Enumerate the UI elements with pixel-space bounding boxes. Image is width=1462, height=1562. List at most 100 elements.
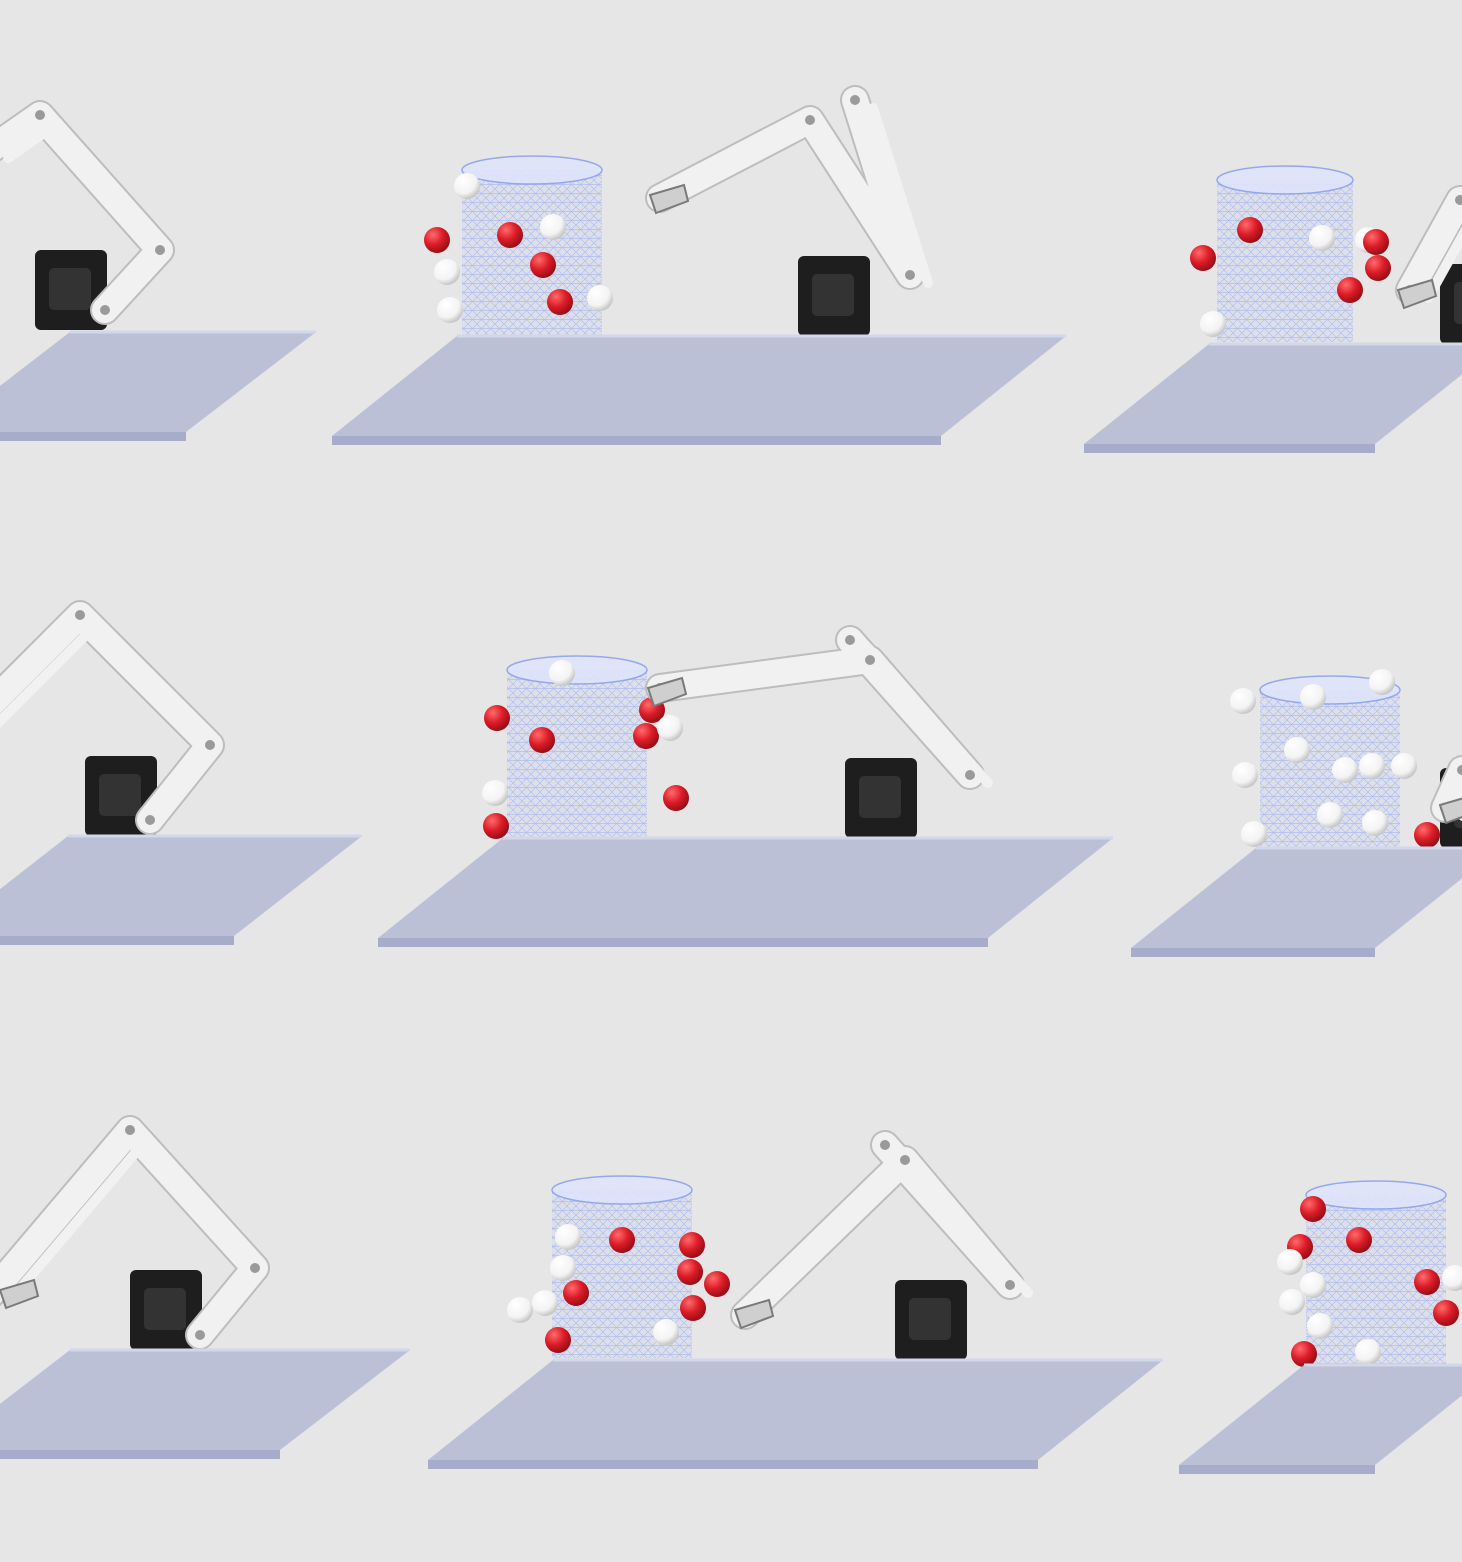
joint-screw bbox=[125, 1125, 135, 1135]
servo-face bbox=[812, 274, 854, 316]
red-ball bbox=[1346, 1227, 1372, 1253]
table-edge bbox=[1131, 948, 1375, 957]
white-ball bbox=[454, 173, 480, 199]
red-ball bbox=[545, 1327, 571, 1353]
red-ball bbox=[609, 1227, 635, 1253]
red-ball bbox=[1365, 255, 1391, 281]
servo-face bbox=[1454, 282, 1462, 324]
table-top bbox=[428, 1360, 1163, 1460]
red-ball bbox=[1190, 245, 1216, 271]
cup-rim bbox=[461, 155, 603, 185]
joint-screw bbox=[75, 610, 85, 620]
cup-tint bbox=[462, 170, 602, 335]
joint-screw bbox=[805, 115, 815, 125]
table-top bbox=[378, 838, 1113, 938]
servo-face bbox=[909, 1298, 951, 1340]
joint-screw bbox=[35, 110, 45, 120]
table-top bbox=[1179, 1365, 1462, 1465]
joint-screw bbox=[155, 245, 165, 255]
white-ball bbox=[1307, 1313, 1333, 1339]
table-edge bbox=[1084, 444, 1375, 453]
arm-parallel-link bbox=[1423, 226, 1462, 303]
table-top bbox=[332, 336, 1066, 436]
white-ball bbox=[532, 1290, 558, 1316]
joint-screw bbox=[145, 815, 155, 825]
red-ball bbox=[1337, 277, 1363, 303]
gripper bbox=[1438, 797, 1462, 825]
joint-screw bbox=[195, 1330, 205, 1340]
table-edge bbox=[0, 1450, 280, 1459]
tile-r1-right bbox=[1084, 165, 1462, 453]
table-edge bbox=[378, 938, 988, 947]
red-ball bbox=[1363, 229, 1389, 255]
table-top bbox=[0, 1350, 410, 1450]
red-ball bbox=[1291, 1341, 1317, 1367]
tile-r1-left bbox=[0, 100, 316, 441]
table-top bbox=[0, 836, 362, 936]
cup-tint bbox=[1217, 180, 1353, 342]
red-ball bbox=[530, 252, 556, 278]
cup-rim bbox=[1259, 675, 1401, 705]
red-ball bbox=[497, 222, 523, 248]
table-edge bbox=[0, 432, 186, 441]
red-ball bbox=[483, 813, 509, 839]
servo-face bbox=[144, 1288, 186, 1330]
joint-screw bbox=[250, 1263, 260, 1273]
table-edge bbox=[0, 936, 234, 945]
white-ball bbox=[1277, 1249, 1303, 1275]
arm-link bbox=[0, 1117, 268, 1348]
tile-r2-left bbox=[0, 600, 362, 945]
joint-screw bbox=[1455, 195, 1462, 205]
red-ball bbox=[704, 1271, 730, 1297]
cup-rim bbox=[1216, 165, 1354, 195]
white-ball bbox=[1284, 737, 1310, 763]
cup-mesh-body bbox=[507, 670, 647, 838]
white-ball bbox=[434, 259, 460, 285]
joint-screw bbox=[850, 95, 860, 105]
white-ball bbox=[1362, 810, 1388, 836]
arm-parallel-link bbox=[863, 643, 993, 788]
arm-parallel-link bbox=[0, 618, 103, 728]
white-ball bbox=[555, 1224, 581, 1250]
red-ball bbox=[547, 289, 573, 315]
servo-face bbox=[99, 774, 141, 816]
arm-link bbox=[1397, 187, 1462, 303]
red-ball bbox=[1414, 822, 1440, 848]
table-top bbox=[0, 332, 316, 432]
red-ball bbox=[563, 1280, 589, 1306]
joint-screw bbox=[205, 740, 215, 750]
joint-screw bbox=[880, 1140, 890, 1150]
red-ball bbox=[484, 705, 510, 731]
tile-r2-right bbox=[1131, 669, 1462, 957]
red-ball bbox=[663, 785, 689, 811]
red-ball bbox=[1237, 217, 1263, 243]
tile-r3-center bbox=[428, 1130, 1163, 1469]
joint-screw bbox=[100, 305, 110, 315]
servo-face bbox=[49, 268, 91, 310]
white-ball bbox=[1300, 1272, 1326, 1298]
red-ball bbox=[424, 227, 450, 253]
cup-rim bbox=[506, 655, 648, 685]
joint-screw bbox=[845, 635, 855, 645]
white-ball bbox=[1230, 688, 1256, 714]
white-ball bbox=[1241, 821, 1267, 847]
table-edge bbox=[332, 436, 941, 445]
white-ball bbox=[1317, 802, 1343, 828]
white-ball bbox=[437, 297, 463, 323]
white-ball bbox=[1279, 1289, 1305, 1315]
arm-parallel-link bbox=[3, 118, 63, 163]
joint-screw bbox=[905, 270, 915, 280]
white-ball bbox=[1200, 311, 1226, 337]
arm-link bbox=[732, 1132, 1023, 1328]
white-ball bbox=[657, 715, 683, 741]
servo-face bbox=[859, 776, 901, 818]
white-ball bbox=[653, 1319, 679, 1345]
arm-parallel-link bbox=[868, 103, 933, 288]
red-ball bbox=[679, 1232, 705, 1258]
arm-link bbox=[0, 102, 173, 323]
red-ball bbox=[529, 727, 555, 753]
tile-r3-right bbox=[1179, 1180, 1462, 1474]
white-ball bbox=[1309, 225, 1335, 251]
white-ball bbox=[1442, 1265, 1462, 1291]
